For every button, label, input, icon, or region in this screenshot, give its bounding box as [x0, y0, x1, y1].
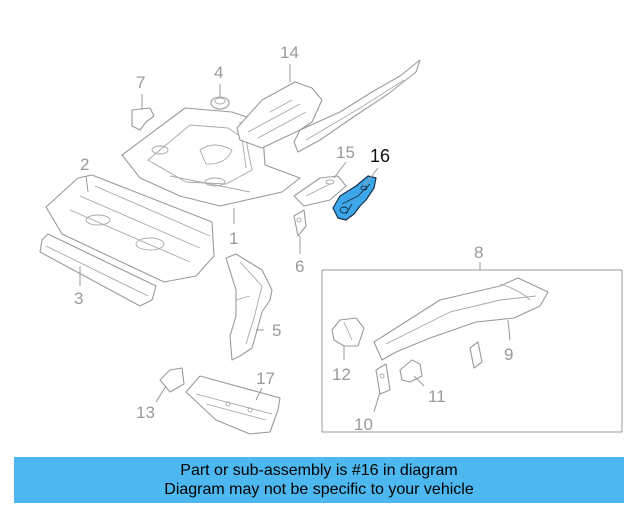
part-7-clip[interactable] [131, 107, 155, 131]
part-3-rear-reinforcement[interactable] [39, 233, 157, 307]
callout-6: 6 [295, 257, 304, 276]
callout-labels: 1 2 3 4 5 6 7 8 9 10 11 12 13 14 15 16 1… [74, 43, 513, 434]
callout-4: 4 [214, 63, 223, 82]
callout-14: 14 [280, 43, 299, 62]
callout-10: 10 [354, 415, 373, 434]
banner-line-1: Part or sub-assembly is #16 in diagram [180, 462, 458, 479]
part-2-rear-floor-panel[interactable] [45, 174, 215, 283]
parts-diagram: 1 2 3 4 5 6 7 8 9 10 11 12 13 14 15 16 1… [39, 43, 623, 435]
leader-lines [79, 64, 511, 413]
part-12-bracket[interactable] [331, 317, 365, 347]
part-6-small-bracket[interactable] [293, 209, 307, 237]
part-16-highlighted-bracket[interactable] [332, 175, 377, 221]
callout-3: 3 [74, 289, 83, 308]
part-17-sill-extension[interactable] [185, 375, 281, 435]
part-14-front-floor-panel[interactable] [236, 59, 421, 153]
callout-7: 7 [136, 73, 145, 92]
callout-13: 13 [136, 403, 155, 422]
part-11-bracket[interactable] [399, 359, 423, 383]
callout-8: 8 [474, 243, 483, 262]
callout-5: 5 [272, 321, 281, 340]
callout-12: 12 [332, 365, 351, 384]
callout-15: 15 [336, 143, 355, 162]
callout-11: 11 [428, 387, 446, 406]
part-8-group-box [321, 269, 623, 433]
part-9-side-member[interactable] [373, 277, 549, 361]
callout-1: 1 [229, 229, 238, 248]
part-15-bracket[interactable] [293, 175, 347, 207]
part-4-grommet[interactable] [210, 96, 230, 110]
part-5-wheelhouse-panel[interactable] [225, 253, 273, 361]
part-13-bracket[interactable] [159, 367, 185, 393]
callout-17: 17 [256, 369, 275, 388]
info-banner: Part or sub-assembly is #16 in diagram D… [14, 457, 624, 503]
part-10-plate[interactable] [375, 363, 391, 395]
callout-16: 16 [370, 146, 390, 166]
callout-2: 2 [80, 155, 89, 174]
banner-line-2: Diagram may not be specific to your vehi… [164, 481, 474, 498]
callout-9: 9 [504, 345, 513, 364]
side-member-bracket[interactable] [469, 341, 483, 369]
